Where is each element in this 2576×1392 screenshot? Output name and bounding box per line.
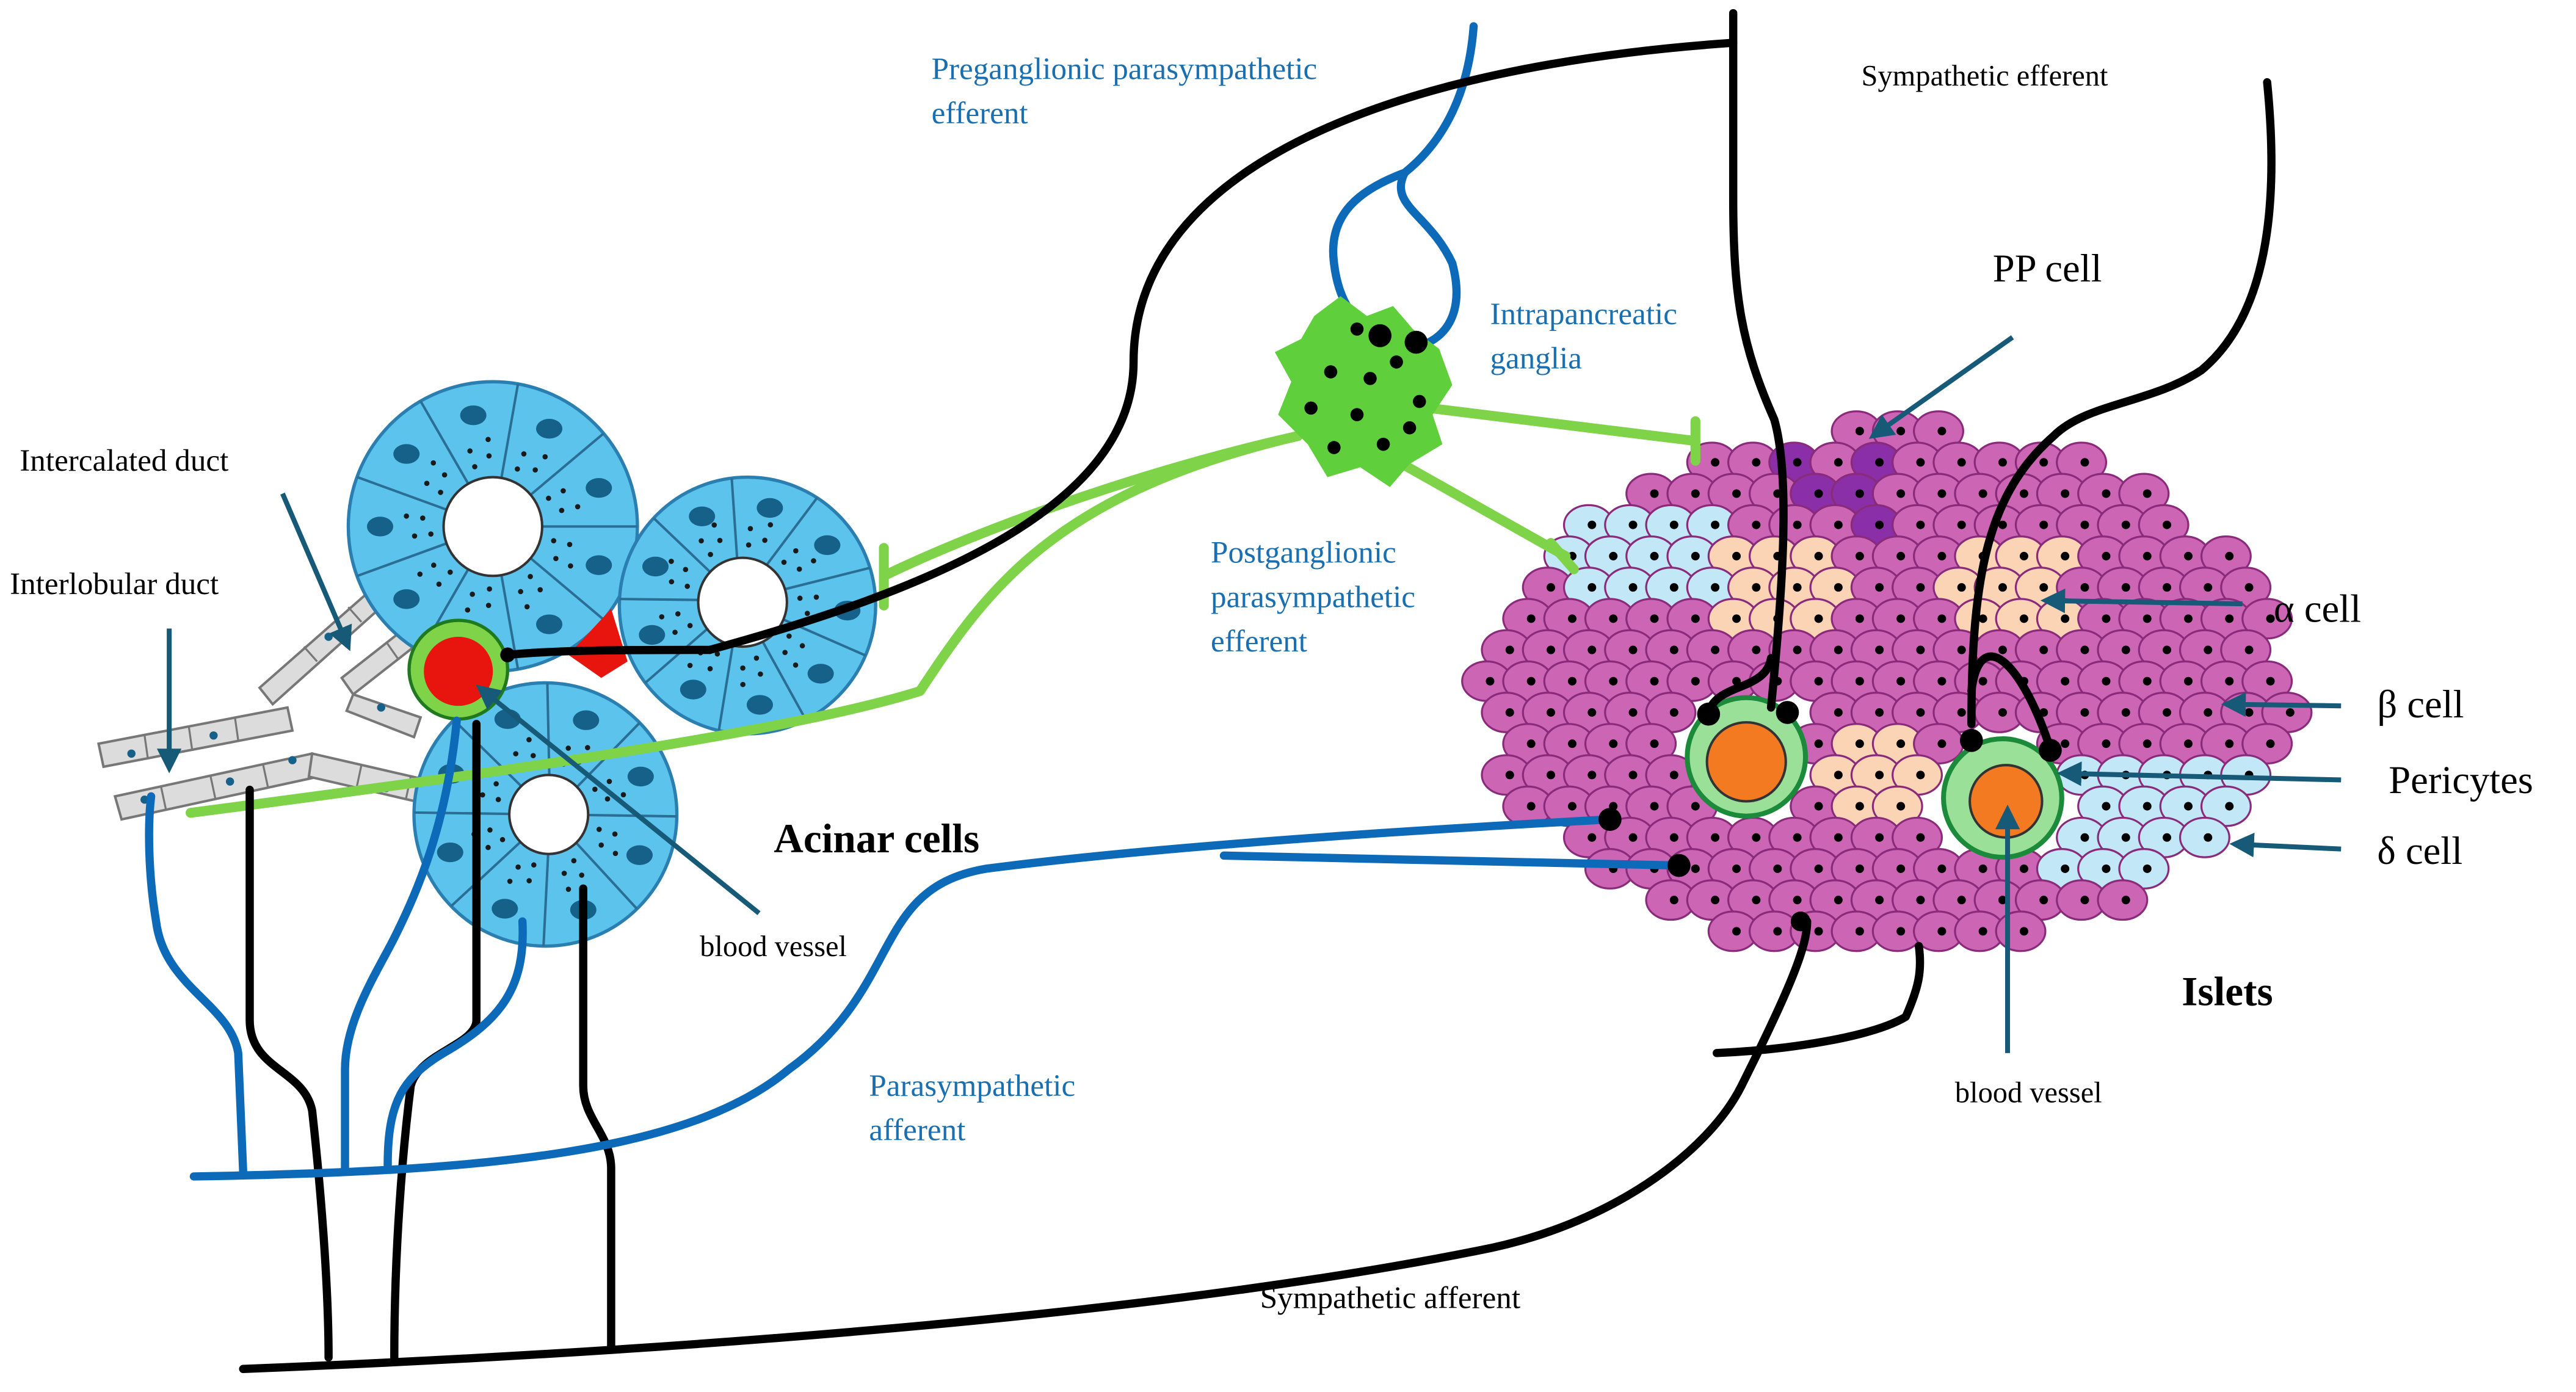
acinar-nucleus [746, 695, 773, 715]
acinar-nucleus [393, 589, 420, 609]
label-sympathetic-efferent: Sympathetic efferent [1862, 60, 2108, 92]
labels: Preganglionic parasympathetic efferent S… [10, 51, 2533, 1315]
acinar-lumen [442, 476, 543, 578]
pp-cell-arrow [1868, 335, 2014, 439]
acinar-nucleus [437, 842, 463, 863]
label-preganglionic-line1: Preganglionic parasympathetic [932, 51, 1318, 86]
label-preganglionic-line2: efferent [932, 96, 1028, 131]
label-blood-vessel-right: blood vessel [1955, 1077, 2102, 1109]
delta-cell-arrow [2229, 832, 2342, 858]
label-blood-vessel-left: blood vessel [700, 930, 847, 963]
preganglionic-efferent-fiber [1329, 22, 1478, 350]
pericytes-arrow [2056, 761, 2342, 786]
label-pp-cell: PP cell [1993, 246, 2102, 290]
exocrine-blood-vessel-arrow [476, 684, 761, 915]
acinar-nucleus [586, 477, 612, 498]
acinar-nucleus [680, 680, 706, 700]
blood-vessel-fragment [568, 609, 628, 678]
acinar-nucleus [807, 664, 834, 684]
label-ganglia-line1: Intrapancreatic [1490, 297, 1677, 332]
acinus [617, 475, 877, 736]
label-ganglia-line2: ganglia [1490, 341, 1581, 376]
label-islets: Islets [2182, 969, 2273, 1015]
beta-cell-arrow [2221, 692, 2342, 717]
acinar-nucleus [814, 535, 841, 556]
acinar-nucleus [393, 444, 420, 464]
acinar-nucleus [627, 766, 654, 787]
label-parasympathetic-afferent-line1: Parasympathetic [869, 1068, 1075, 1103]
acinar-lumen [697, 556, 788, 648]
acinar-nucleus [586, 555, 612, 575]
nerves [145, 9, 2276, 1374]
acinar-nucleus [639, 625, 666, 645]
label-acinar-cells: Acinar cells [774, 816, 979, 861]
acinar-nucleus [642, 556, 669, 577]
label-postganglionic-line1: Postganglionic [1211, 535, 1396, 570]
label-pericytes: Pericytes [2389, 758, 2533, 802]
acinar-nucleus [366, 517, 394, 537]
label-interlobular-duct: Interlobular duct [10, 567, 219, 601]
sympathetic-fibers [239, 9, 2276, 1374]
nerve-terminals [1598, 701, 2062, 932]
acinar-nucleus [460, 405, 487, 426]
parasympathetic-afferent-fibers [145, 716, 1683, 1181]
label-postganglionic-line2: parasympathetic [1211, 579, 1415, 614]
acinar-nucleus [689, 506, 716, 526]
acinar-nucleus [756, 498, 783, 518]
label-delta-cell: δ cell [2377, 828, 2462, 872]
acinus [346, 380, 639, 673]
label-beta-cell: β cell [2377, 682, 2464, 726]
acinar-nucleus [536, 419, 563, 439]
intercalated-duct-arrow [280, 492, 352, 651]
acinar-nucleus [492, 899, 518, 919]
acinar-nucleus [536, 614, 563, 634]
label-sympathetic-afferent: Sympathetic afferent [1260, 1281, 1520, 1316]
intrapancreatic-ganglia [1274, 296, 1453, 487]
label-postganglionic-line3: efferent [1211, 624, 1307, 659]
islet [1461, 410, 2313, 952]
label-intercalated-duct: Intercalated duct [20, 443, 228, 478]
islet-blood-vessel-right [1941, 736, 2064, 860]
alpha-cell-arrow [2040, 589, 2243, 614]
label-arrows [156, 335, 2342, 1053]
label-alpha-cell: α cell [2274, 587, 2361, 631]
acinar-nucleus [573, 710, 600, 730]
acinar-lumen [508, 774, 590, 855]
acinar-nucleus [626, 845, 653, 865]
label-parasympathetic-afferent-line2: afferent [869, 1113, 965, 1148]
islet-blood-vessel-left [1685, 695, 1809, 819]
